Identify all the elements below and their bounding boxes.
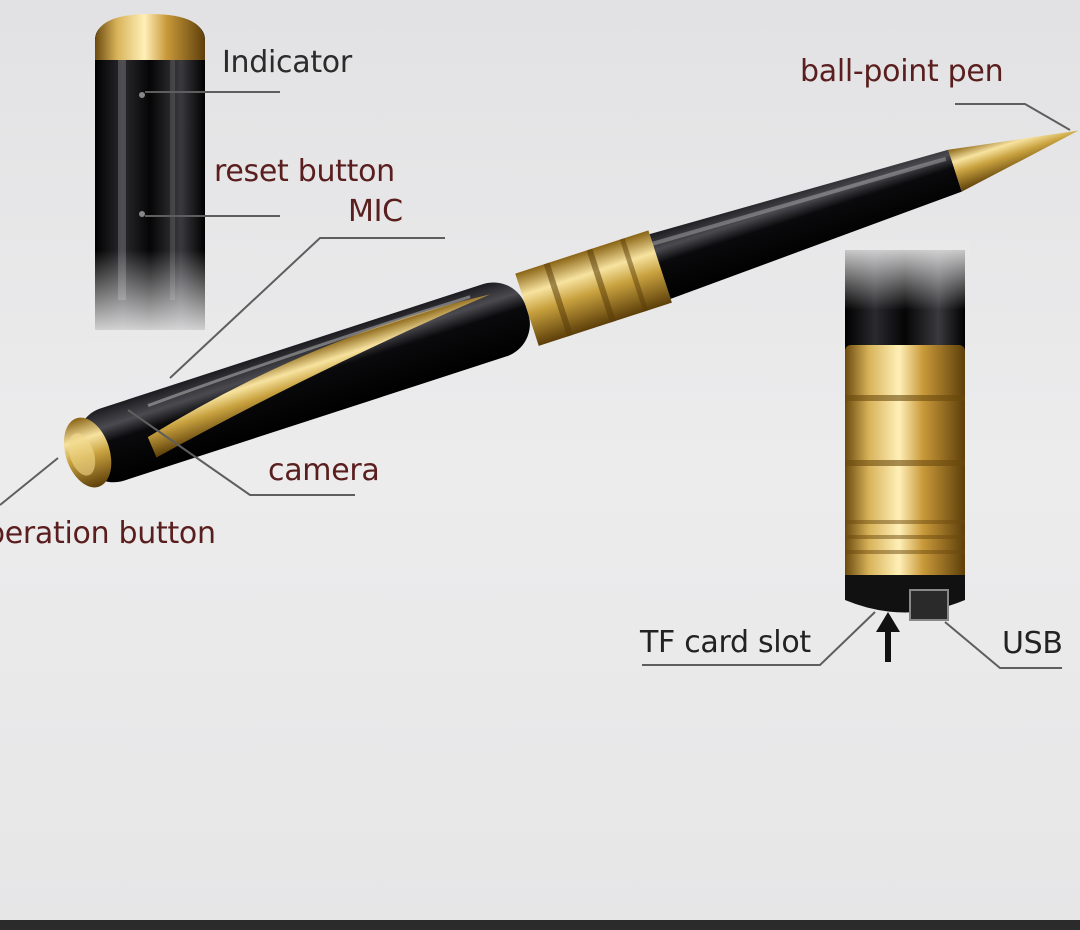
leader-lines xyxy=(0,91,1071,669)
camera-label: camera xyxy=(268,453,380,488)
reset-button-label: reset button xyxy=(214,154,395,189)
ball-point-pen-label: ball-point pen xyxy=(800,54,1004,89)
indicator-label: Indicator xyxy=(222,45,352,80)
bottom-bar xyxy=(0,920,1080,930)
usb-inset xyxy=(840,240,970,621)
indicator-inset xyxy=(90,14,210,340)
mic-label: MIC xyxy=(348,194,403,229)
main-pen xyxy=(63,130,1079,488)
operation-button-label: peration button xyxy=(0,516,216,551)
tf-card-slot-label: TF card slot xyxy=(640,625,811,660)
usb-label: USB xyxy=(1002,626,1063,661)
